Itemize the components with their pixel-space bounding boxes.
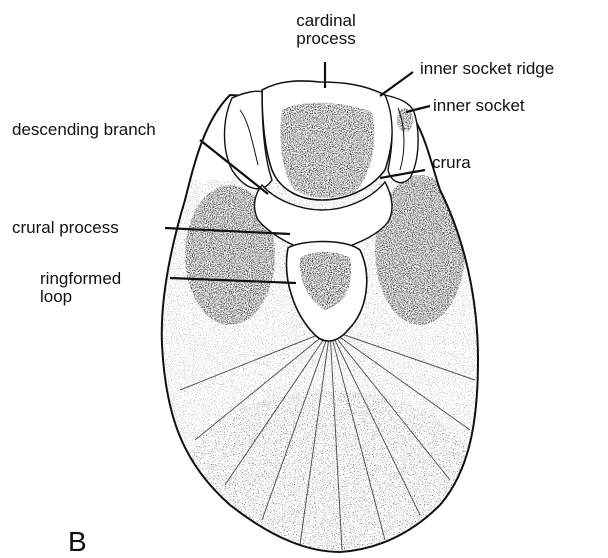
label-crura: crura (432, 154, 471, 172)
label-ringformed-loop-line1: ringformed (40, 270, 121, 288)
cardinal-process (262, 81, 393, 200)
panel-letter: B (68, 526, 87, 558)
label-cardinal-process-line1: cardinal (286, 12, 366, 30)
label-ringformed-loop: ringformed loop (40, 270, 121, 306)
label-cardinal-process-line2: process (286, 30, 366, 48)
leader-inner-socket-ridge (380, 72, 413, 96)
label-inner-socket-ridge: inner socket ridge (420, 60, 554, 78)
label-inner-socket: inner socket (433, 97, 525, 115)
label-ringformed-loop-line2: loop (40, 288, 121, 306)
label-cardinal-process: cardinal process (286, 12, 366, 48)
label-crural-process: crural process (12, 219, 119, 237)
label-descending-branch: descending branch (12, 121, 156, 139)
